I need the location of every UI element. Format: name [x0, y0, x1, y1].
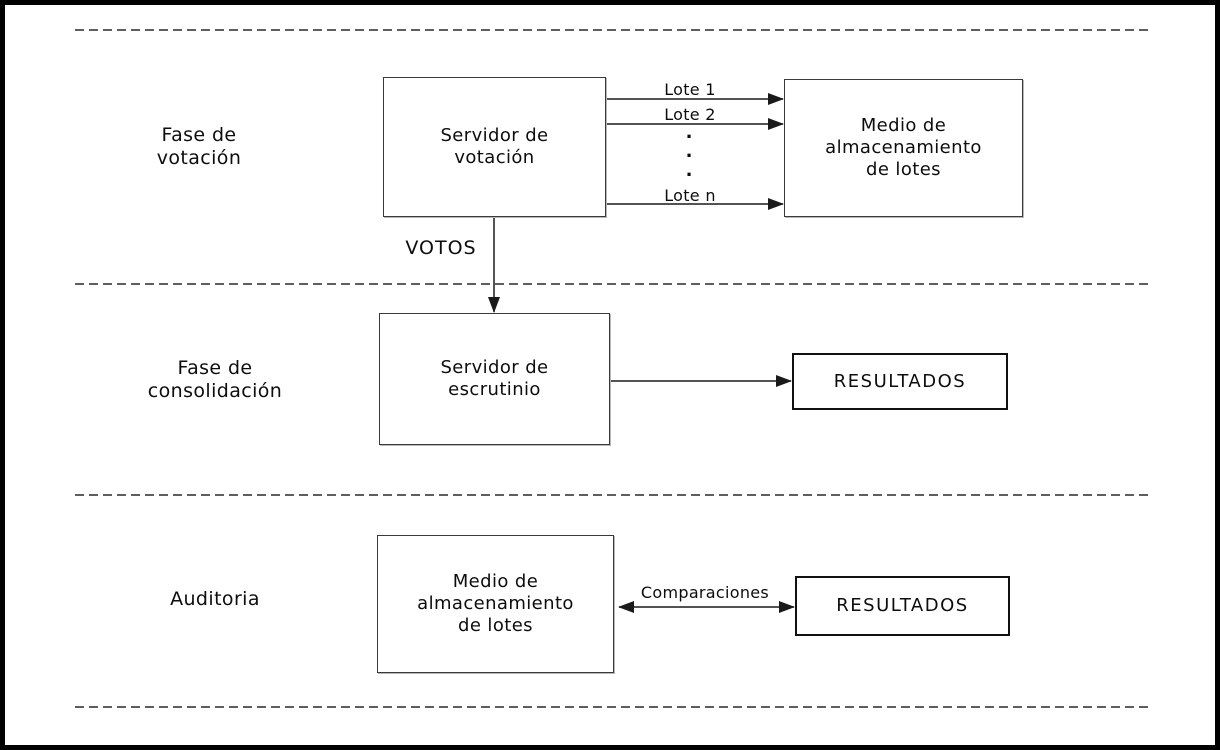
box-servidor-votacion: Servidor de votación: [383, 77, 606, 217]
box-servidor-escrutinio: Servidor de escrutinio: [379, 313, 610, 445]
phase-label-votacion: Fase de votación: [156, 124, 242, 169]
dashed-separator-1: [75, 29, 1153, 31]
arrow-label-lote-n: Lote n: [664, 186, 716, 205]
phase-label-auditoria: Auditoria: [170, 588, 260, 610]
arrow-label-votos: VOTOS: [405, 237, 477, 259]
arrow-label-comparaciones: Comparaciones: [640, 583, 770, 602]
box-resultados-consolidacion: RESULTADOS: [792, 353, 1008, 410]
dashed-separator-4: [75, 706, 1153, 708]
box-medio-almacenamiento-auditoria: Medio de almacenamiento de lotes: [377, 535, 614, 673]
arrow-ellipsis-dots: . . .: [685, 122, 693, 181]
arrow-label-lote-2: Lote 2: [664, 105, 716, 124]
dashed-separator-2: [75, 283, 1153, 285]
phase-label-consolidacion: Fase de consolidación: [147, 357, 283, 402]
box-medio-almacenamiento-votacion: Medio de almacenamiento de lotes: [784, 79, 1023, 217]
box-resultados-auditoria: RESULTADOS: [795, 576, 1010, 636]
arrow-label-lote-1: Lote 1: [664, 80, 716, 99]
dashed-separator-3: [75, 494, 1153, 496]
